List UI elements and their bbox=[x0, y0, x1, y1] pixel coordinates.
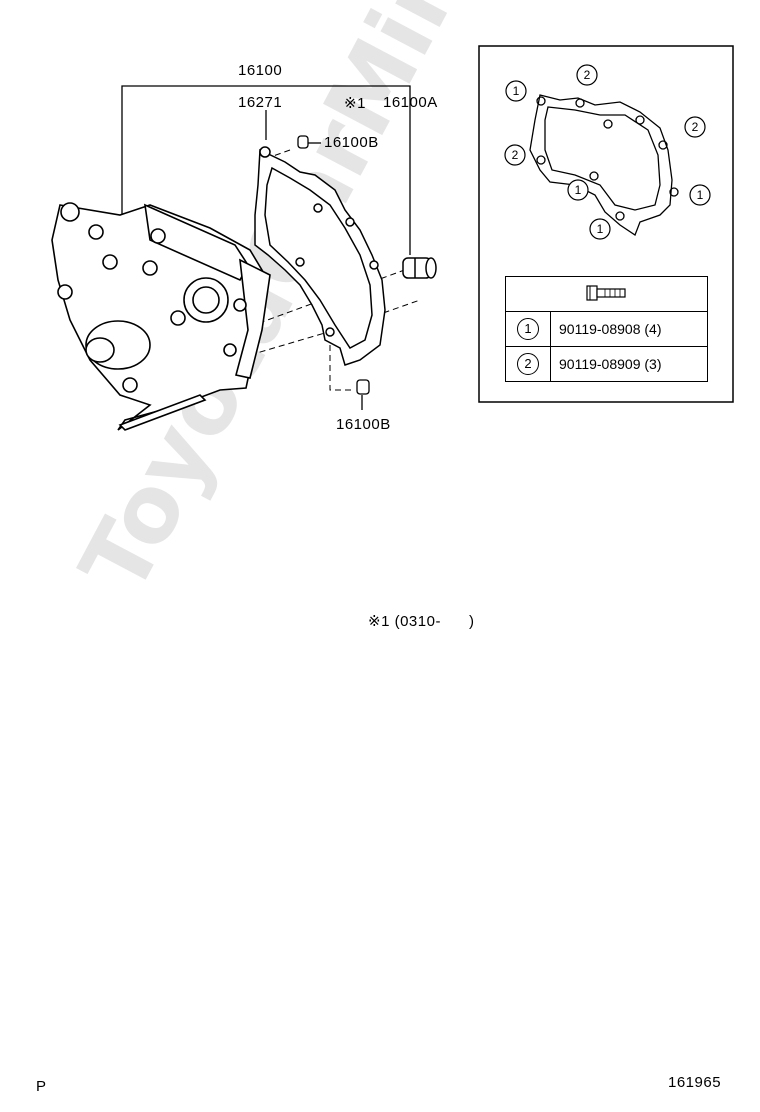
page-letter: P bbox=[36, 1078, 47, 1095]
label-16100a: 16100A bbox=[383, 94, 438, 111]
plug-top bbox=[297, 135, 309, 149]
label-16271: 16271 bbox=[238, 94, 283, 111]
inset-callout-1c: 1 bbox=[697, 188, 704, 202]
plug-16100a bbox=[402, 257, 437, 279]
inset-callout-1d: 1 bbox=[597, 222, 604, 236]
label-16100b-bottom: 16100B bbox=[336, 416, 391, 433]
inset-gasket bbox=[529, 94, 679, 236]
note-line: ※1 (0310- ) bbox=[368, 613, 475, 630]
gasket bbox=[254, 146, 386, 366]
label-16100b-top: 16100B bbox=[324, 134, 379, 151]
inset-callout-1a: 1 bbox=[513, 84, 520, 98]
water-pump-body bbox=[51, 202, 271, 431]
inset-callout-circles bbox=[504, 64, 711, 240]
table-row: 2 90119-08909 (3) bbox=[505, 346, 708, 382]
plug-bottom bbox=[356, 379, 370, 395]
part-number: 90119-08908 (4) bbox=[550, 311, 708, 347]
leader-lines bbox=[121, 85, 411, 410]
inset-callout-1b: 1 bbox=[575, 183, 582, 197]
label-16100: 16100 bbox=[238, 62, 283, 79]
inset-callout-2a: 2 bbox=[584, 68, 591, 82]
ref-circle: 2 bbox=[517, 353, 539, 375]
bolt-icon bbox=[585, 284, 626, 301]
table-row: 1 90119-08908 (4) bbox=[505, 311, 708, 347]
inset-callout-2c: 2 bbox=[512, 148, 519, 162]
part-number: 90119-08909 (3) bbox=[550, 346, 708, 382]
ref-circle: 1 bbox=[517, 318, 539, 340]
bolt-parts-table: 1 90119-08908 (4) 2 90119-08909 (3) bbox=[505, 276, 708, 382]
figure-number: 161965 bbox=[668, 1074, 722, 1091]
label-note-mark: ※1 bbox=[344, 95, 366, 112]
table-header-row bbox=[505, 276, 708, 312]
inset-callout-2b: 2 bbox=[692, 120, 699, 134]
inset-frame bbox=[478, 45, 734, 403]
